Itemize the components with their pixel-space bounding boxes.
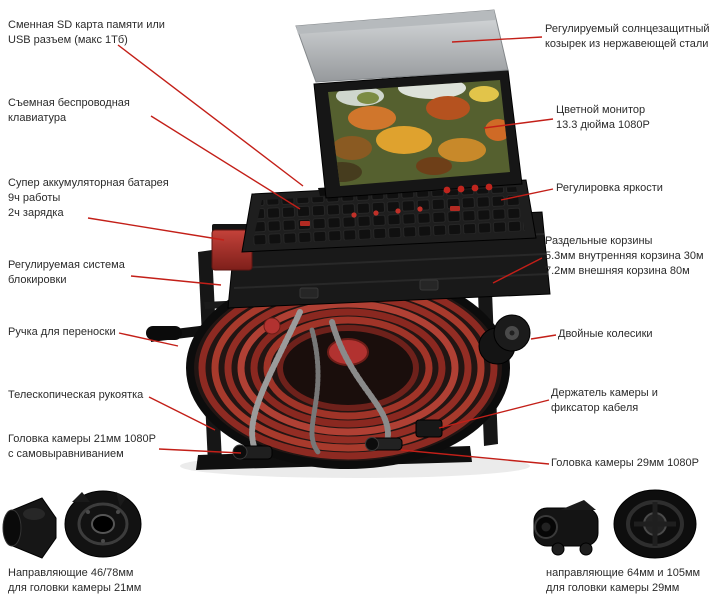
callout-camera-holder: Держатель камеры и фиксатор кабеля [551, 386, 658, 416]
label-line: направляющие 64мм и 105мм [546, 567, 701, 579]
guide-photo-camera-29mm [533, 500, 599, 556]
camera-holder [415, 419, 443, 438]
carry-handle [146, 326, 182, 340]
case-latch [299, 287, 319, 299]
callout-dual-wheels: Двойные колесики [558, 327, 653, 342]
callout-guides-29mm: направляющие 64мм и 105мм для головки ка… [546, 566, 700, 596]
reel-knob [263, 317, 281, 335]
label-line: 9ч работы [8, 192, 61, 204]
camera-head-21mm [232, 444, 273, 460]
callout-baskets: Раздельные корзины 5.3мм внутренняя корз… [545, 234, 704, 279]
camera-head-29mm [365, 437, 403, 451]
guide-photo-round-21mm [64, 490, 142, 558]
monitor-screen [328, 80, 510, 186]
label-line: Головка камеры 29мм 1080P [551, 457, 699, 469]
label-line: 13.3 дюйма 1080P [556, 119, 650, 131]
label-line: Двойные колесики [558, 328, 653, 340]
case-latch [419, 279, 439, 291]
callout-sd-card: Сменная SD карта памяти или USB разъем (… [8, 18, 165, 48]
label-line: для головки камеры 29мм [546, 582, 680, 594]
label-line: блокировки [8, 274, 67, 286]
callout-sun-visor: Регулируемый солнцезащитный козырек из н… [545, 22, 710, 52]
callout-camera-head-29mm: Головка камеры 29мм 1080P [551, 456, 699, 471]
label-line: Регулируемая система [8, 259, 125, 271]
callout-lines [87, 36, 557, 465]
callout-guides-21mm: Направляющие 46/78мм для головки камеры … [8, 566, 141, 596]
callout-carry-handle: Ручка для переноски [8, 325, 116, 340]
label-line: Держатель камеры и [551, 387, 658, 399]
callout-telescopic-handle: Телескопическая рукоятка [8, 388, 143, 403]
callout-monitor: Цветной монитор 13.3 дюйма 1080P [556, 103, 650, 133]
label-line: 2ч зарядка [8, 207, 64, 219]
label-line: Сменная SD карта памяти или [8, 19, 165, 31]
callout-battery: Супер аккумуляторная батарея 9ч работы 2… [8, 176, 169, 221]
monitor [313, 69, 523, 199]
label-line: фиксатор кабеля [551, 402, 639, 414]
label-line: Направляющие 46/78мм [8, 567, 134, 579]
label-line: с самовыравниванием [8, 448, 124, 460]
callout-keyboard: Съемная беспроводная клавиатура [8, 96, 130, 126]
label-line: Супер аккумуляторная батарея [8, 177, 169, 189]
dual-wheels [478, 314, 531, 365]
callout-lock-system: Регулируемая система блокировки [8, 258, 125, 288]
label-line: 7.2мм внешняя корзина 80м [545, 265, 690, 277]
label-line: для головки камеры 21мм [8, 582, 142, 594]
camera-springs [249, 309, 391, 455]
label-line: Регулируемый солнцезащитный [545, 23, 710, 35]
label-line: USB разъем (макс 1Тб) [8, 34, 128, 46]
label-line: козырек из нержавеющей стали [545, 38, 709, 50]
guide-photo-skid-29mm [613, 489, 697, 559]
label-line: 5.3мм внутренняя корзина 30м [545, 250, 704, 262]
sun-visor [295, 9, 509, 83]
callout-camera-head-21mm: Головка камеры 21мм 1080P с самовыравнив… [8, 432, 156, 462]
keyboard [241, 179, 537, 253]
label-line: Головка камеры 21мм 1080P [8, 433, 156, 445]
callout-brightness: Регулировка яркости [556, 181, 663, 196]
label-line: Цветной монитор [556, 104, 646, 116]
guide-photo-funnel-21mm [2, 497, 57, 559]
label-line: Раздельные корзины [545, 235, 653, 247]
label-line: клавиатура [8, 112, 67, 124]
label-line: Телескопическая рукоятка [8, 389, 144, 401]
brightness-buttons [443, 183, 493, 194]
label-line: Ручка для переноски [8, 326, 116, 338]
label-line: Регулировка яркости [556, 182, 663, 194]
label-line: Съемная беспроводная [8, 97, 130, 109]
